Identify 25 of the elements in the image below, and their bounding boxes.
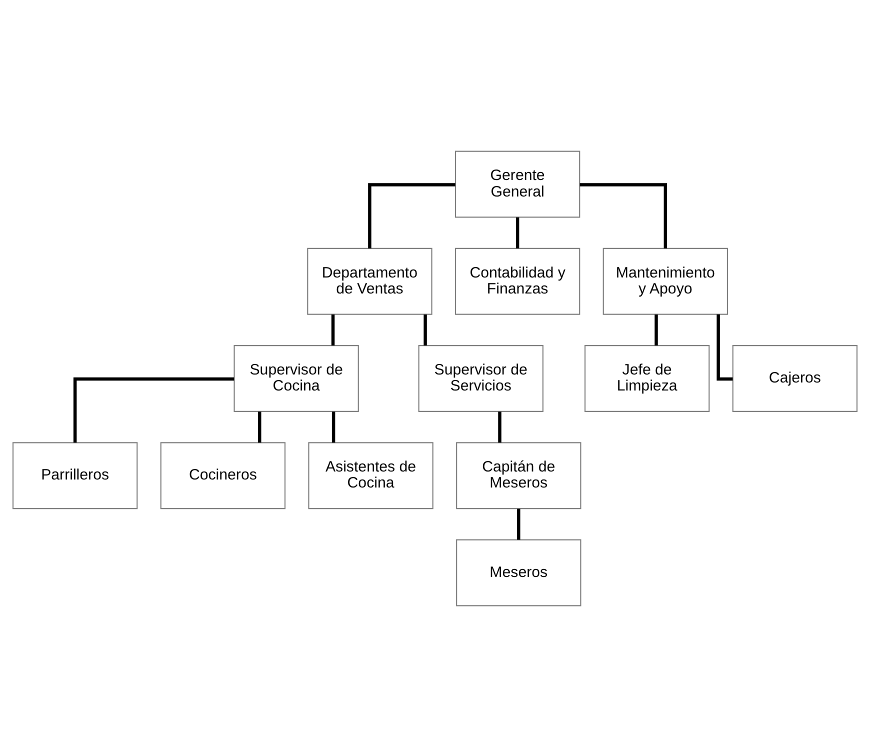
connector bbox=[716, 314, 733, 380]
connector bbox=[424, 314, 427, 345]
connector bbox=[258, 411, 262, 442]
node-box: Asistentes de Cocina bbox=[308, 442, 434, 509]
node-box: Gerente General bbox=[454, 150, 580, 218]
connector bbox=[368, 182, 456, 248]
node-box: Cocineros bbox=[160, 442, 286, 509]
node-box: Contabilidad y Finanzas bbox=[454, 247, 580, 314]
node-box: Mantenimiento y Apoyo bbox=[602, 247, 728, 314]
node-box: Capitán de Meseros bbox=[456, 442, 582, 509]
connector bbox=[73, 376, 234, 442]
node-box: Supervisor de Servicios bbox=[418, 344, 544, 412]
connector bbox=[498, 411, 502, 442]
node-box: Jefe de Limpieza bbox=[584, 344, 710, 412]
connector bbox=[331, 314, 335, 345]
node-box: Supervisor de Cocina bbox=[234, 344, 359, 412]
connector bbox=[517, 508, 520, 540]
connector bbox=[516, 216, 520, 248]
node-box: Meseros bbox=[456, 538, 582, 606]
node-box: Cajeros bbox=[732, 344, 858, 412]
connector bbox=[654, 314, 658, 345]
connector bbox=[580, 182, 668, 248]
node-box: Departamento de Ventas bbox=[307, 247, 432, 314]
connector bbox=[332, 411, 336, 442]
node-box: Parrilleros bbox=[12, 442, 138, 509]
